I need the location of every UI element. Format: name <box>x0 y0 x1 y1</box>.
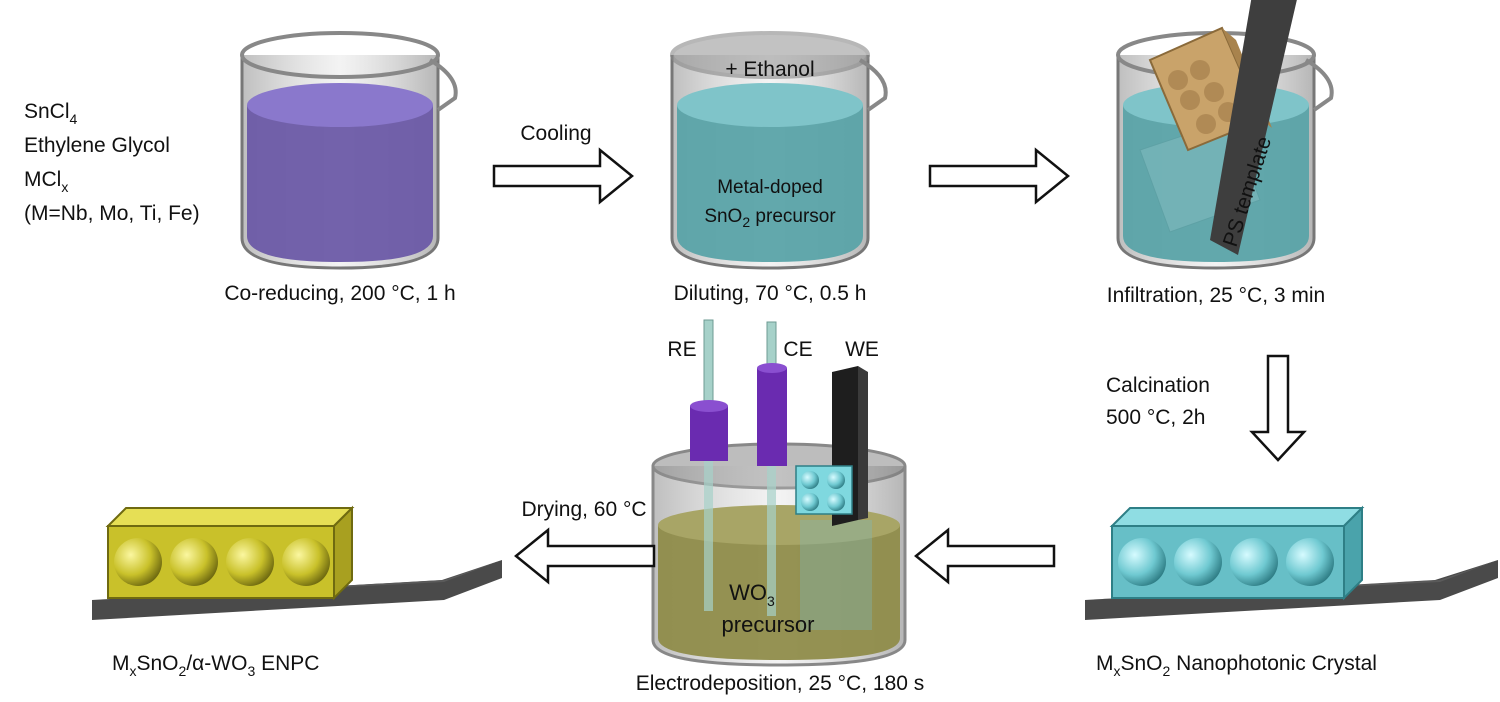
beaker-icon <box>240 31 458 270</box>
svg-text:SnCl4: SnCl4 <box>24 100 78 127</box>
inverse-opal-crystal-icon <box>795 465 853 515</box>
we-label: WE <box>845 338 879 361</box>
electrode-icon <box>690 319 728 611</box>
reagent-metal-list: (M=Nb, Mo, Ti, Fe) <box>24 202 200 225</box>
calcination-label-line1: Calcination <box>1106 374 1210 397</box>
electrode-icon <box>757 321 787 616</box>
hollow-arrow-icon <box>514 527 656 585</box>
drying-label: Drying, 60 °C <box>521 498 646 521</box>
hollow-arrow-icon <box>928 147 1070 205</box>
precursor-label-line1: Metal-doped <box>717 177 823 198</box>
cooling-label: Cooling <box>520 122 591 145</box>
ce-label: CE <box>783 338 812 361</box>
inverse-opal-crystal-icon <box>92 505 502 620</box>
reagent-sncl4: SnCl <box>24 100 70 123</box>
reagent-ethylene-glycol: Ethylene Glycol <box>24 134 170 157</box>
beaker-icon <box>670 31 888 270</box>
enpc-label: MxSnO2/α-WO3 ENPC <box>112 652 319 679</box>
hollow-arrow-icon <box>914 527 1056 585</box>
hollow-arrow-icon <box>492 147 634 205</box>
step-diluting-label: Diluting, 70 °C, 0.5 h <box>674 282 867 305</box>
step-coreducing-label: Co-reducing, 200 °C, 1 h <box>224 282 455 305</box>
step-infiltration-label: Infiltration, 25 °C, 3 min <box>1107 284 1326 307</box>
re-label: RE <box>667 338 696 361</box>
hollow-arrow-icon <box>1249 354 1307 462</box>
substrate-plate <box>1210 0 1297 255</box>
precursor-label-line2: SnO2 precursor <box>704 206 836 230</box>
crystal-label: MxSnO2 Nanophotonic Crystal <box>1096 652 1377 679</box>
wo3-label: WO3 <box>729 580 775 609</box>
reagent-mclx: MCl <box>24 168 61 191</box>
wo3-precursor-label: precursor <box>722 612 815 637</box>
step-electrodeposition-label: Electrodeposition, 25 °C, 180 s <box>636 672 925 695</box>
ethanol-label: + Ethanol <box>725 58 814 81</box>
reagent-list: SnCl4 Ethylene Glycol MClx (M=Nb, Mo, Ti… <box>24 100 200 225</box>
svg-text:MClx: MClx <box>24 168 68 195</box>
inverse-opal-crystal-icon <box>1085 505 1498 620</box>
calcination-label-line2: 500 °C, 2h <box>1106 406 1205 429</box>
